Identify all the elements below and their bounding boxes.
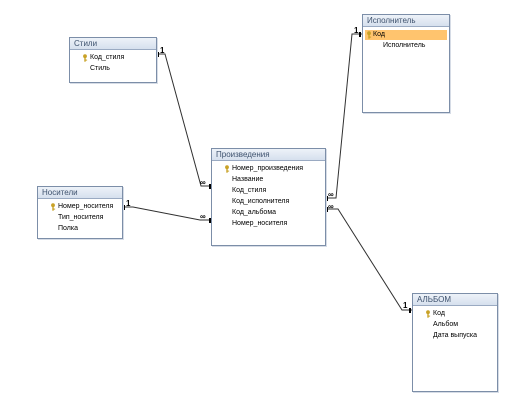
field-item[interactable]: Дата выпуска	[433, 332, 478, 339]
relation-line-carriers-works[interactable]	[123, 206, 211, 221]
field-item[interactable]: Номер_носителя	[232, 220, 288, 227]
relation-many-marker: ∞	[328, 202, 334, 211]
relation-line-performer-works[interactable]	[326, 33, 362, 199]
table-title[interactable]: Произведения	[212, 149, 325, 161]
relation-one-marker: 1	[126, 199, 131, 208]
relation-many-marker: ∞	[200, 212, 206, 221]
relation-many-marker: ∞	[200, 178, 206, 187]
field-item[interactable]: Код_альбома	[232, 209, 277, 216]
field-item[interactable]: Исполнитель	[383, 42, 426, 49]
table-title[interactable]: Носители	[38, 187, 122, 199]
field-item[interactable]: Стиль	[90, 65, 110, 72]
relation-line-styles-works[interactable]	[157, 53, 211, 187]
field-item[interactable]: Название	[232, 176, 264, 183]
table-performer[interactable]: Исполнитель Код Исполнитель	[362, 14, 450, 113]
relation-one-marker: 1	[403, 301, 408, 310]
key-icon	[51, 203, 56, 211]
table-title[interactable]: Исполнитель	[363, 15, 449, 27]
field-item-selected[interactable]: Код	[365, 30, 447, 40]
field-item[interactable]: Альбом	[433, 321, 459, 328]
field-item[interactable]: Код_стиля	[83, 53, 124, 63]
field-item[interactable]: Код_стиля	[232, 187, 267, 194]
key-icon	[225, 165, 230, 173]
table-carriers[interactable]: Носители Номер_носителя Тип_носителя Пол…	[37, 186, 123, 239]
field-item[interactable]: Тип_носителя	[58, 214, 104, 221]
table-styles[interactable]: Стили Код_стиля Стиль	[69, 37, 157, 83]
relation-one-marker: 1	[354, 26, 359, 35]
relation-one-marker: 1	[160, 46, 165, 55]
field-item[interactable]: Номер_носителя	[51, 202, 113, 212]
key-icon	[83, 54, 88, 62]
table-title[interactable]: АЛЬБОМ	[413, 294, 497, 306]
relation-many-marker: ∞	[328, 190, 334, 199]
table-album[interactable]: АЛЬБОМ Код Альбом Дата выпуска	[412, 293, 498, 392]
field-item[interactable]: Полка	[58, 225, 78, 232]
table-title[interactable]: Стили	[70, 38, 156, 50]
field-item[interactable]: Код	[426, 309, 445, 319]
table-works[interactable]: Произведения Номер_произведения Название…	[211, 148, 326, 246]
field-item[interactable]: Код_исполнителя	[232, 198, 290, 205]
key-icon	[367, 31, 372, 39]
key-icon	[426, 310, 431, 318]
relation-line-album-works[interactable]	[326, 208, 412, 311]
field-item[interactable]: Номер_произведения	[225, 164, 303, 174]
